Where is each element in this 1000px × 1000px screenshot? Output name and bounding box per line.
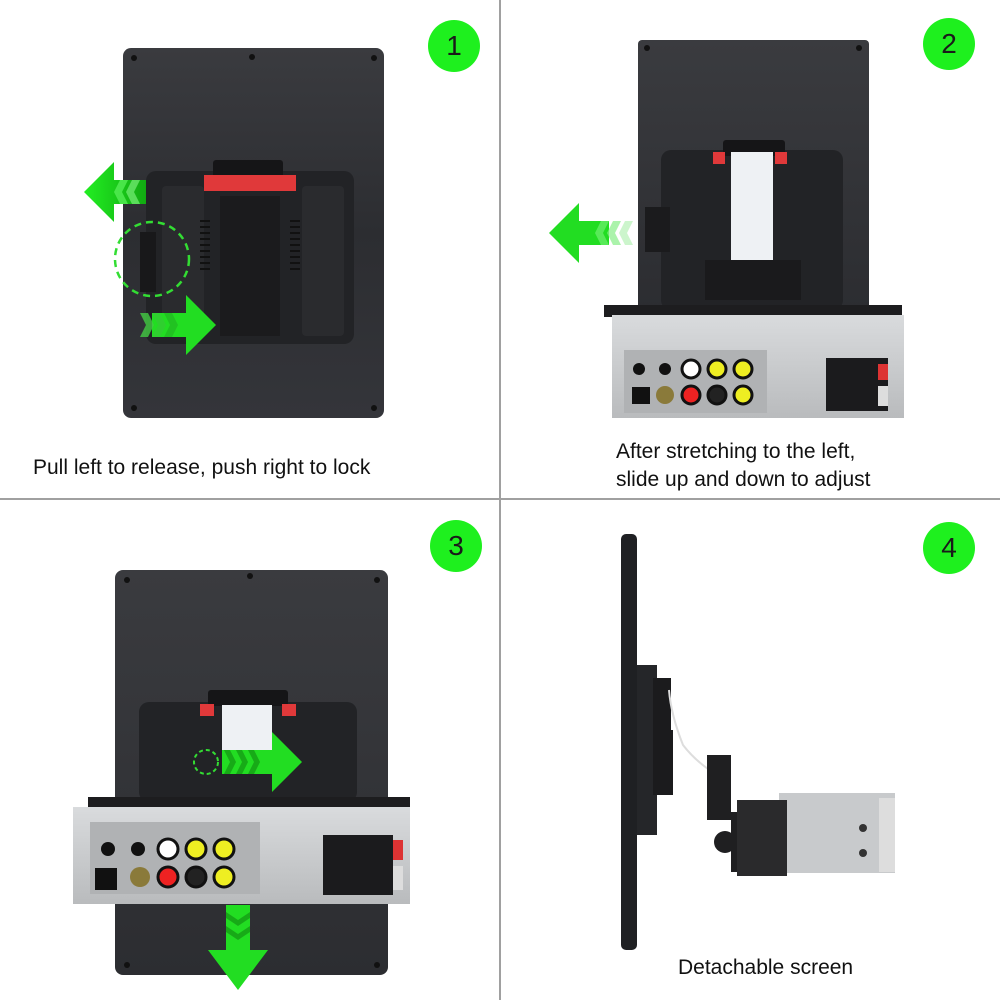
- arrow-left-icon: [549, 203, 633, 263]
- arrow-right-icon: [140, 295, 216, 355]
- horizontal-divider: [0, 498, 1000, 500]
- step-panel-4: 4 Detachable screen: [501, 500, 1000, 998]
- red-connector: [204, 175, 296, 191]
- iso-connector: [323, 835, 393, 895]
- head-unit-side: [779, 793, 895, 873]
- arrow-down-icon: [208, 905, 268, 990]
- step-badge-1: 1: [428, 20, 480, 72]
- step-2-illustration: [549, 40, 904, 418]
- step-badge-2: 2: [923, 18, 975, 70]
- dashed-circle-icon: [193, 749, 219, 775]
- iso-connector: [826, 358, 888, 411]
- step-2-caption-line-2: slide up and down to adjust: [616, 468, 871, 491]
- step-1-illustration: [84, 48, 384, 418]
- step-1-caption: Pull left to release, push right to lock: [33, 456, 371, 479]
- step-2-caption-line-1: After stretching to the left,: [616, 440, 856, 463]
- dashed-circle-icon: [113, 220, 191, 298]
- step-4-caption: Detachable screen: [678, 956, 854, 979]
- step-4-illustration: [621, 534, 895, 950]
- step-3-illustration: [73, 570, 410, 990]
- ribbon-cable: [222, 705, 272, 755]
- step-badge-4: 4: [923, 522, 975, 574]
- hinge-bracket: [707, 755, 731, 820]
- step-panel-2: 2 After stretching to the left, slide up…: [501, 0, 1000, 498]
- step-panel-3: 3: [0, 500, 499, 998]
- step-panel-1: 1 Pull left to release, push right to lo…: [0, 0, 499, 498]
- arrow-right-icon: [222, 732, 302, 792]
- vertical-divider: [499, 0, 501, 1000]
- screen-side: [621, 534, 637, 950]
- arrow-left-icon: [84, 162, 146, 222]
- step-badge-3: 3: [430, 520, 482, 572]
- ribbon-cable: [731, 152, 773, 260]
